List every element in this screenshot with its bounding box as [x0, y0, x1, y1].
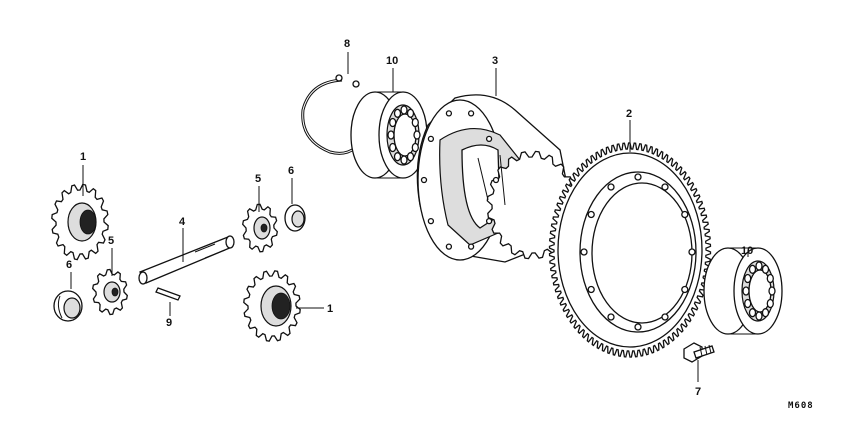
pinion-gear-upper: [242, 203, 278, 253]
callout-2: 2: [626, 108, 632, 120]
lock-pin: [155, 287, 181, 301]
callout-5-upper: 5: [255, 173, 261, 185]
final-drive-ring-gear: [548, 142, 712, 358]
diagram-code: M608: [788, 401, 814, 411]
callout-5-left: 5: [108, 235, 114, 247]
callout-3: 3: [492, 55, 498, 67]
side-gear-lower: [243, 270, 301, 342]
differential-case: [416, 94, 578, 263]
snap-ring: [301, 74, 360, 155]
bearing-upper: [350, 91, 428, 179]
callout-6-left: 6: [66, 259, 72, 271]
callout-9: 9: [166, 317, 172, 329]
callout-10-lower: 10: [741, 245, 753, 257]
pinion-shaft: [138, 235, 235, 285]
callout-8: 8: [344, 38, 350, 50]
callout-10-upper: 10: [386, 55, 398, 67]
ring-gear-bolt: [683, 342, 715, 363]
callout-1-upper: 1: [80, 151, 86, 163]
callout-1-lower: 1: [327, 303, 333, 315]
thrust-washer-left: [53, 290, 83, 322]
callout-7: 7: [695, 386, 701, 398]
bearing-lower: [703, 247, 783, 335]
thrust-washer-upper: [284, 204, 306, 232]
pinion-gear-left: [91, 268, 129, 316]
side-gear-upper: [51, 183, 109, 261]
callout-4: 4: [179, 216, 186, 228]
leader-lines: [70, 52, 749, 382]
callout-6-upper: 6: [288, 165, 294, 177]
